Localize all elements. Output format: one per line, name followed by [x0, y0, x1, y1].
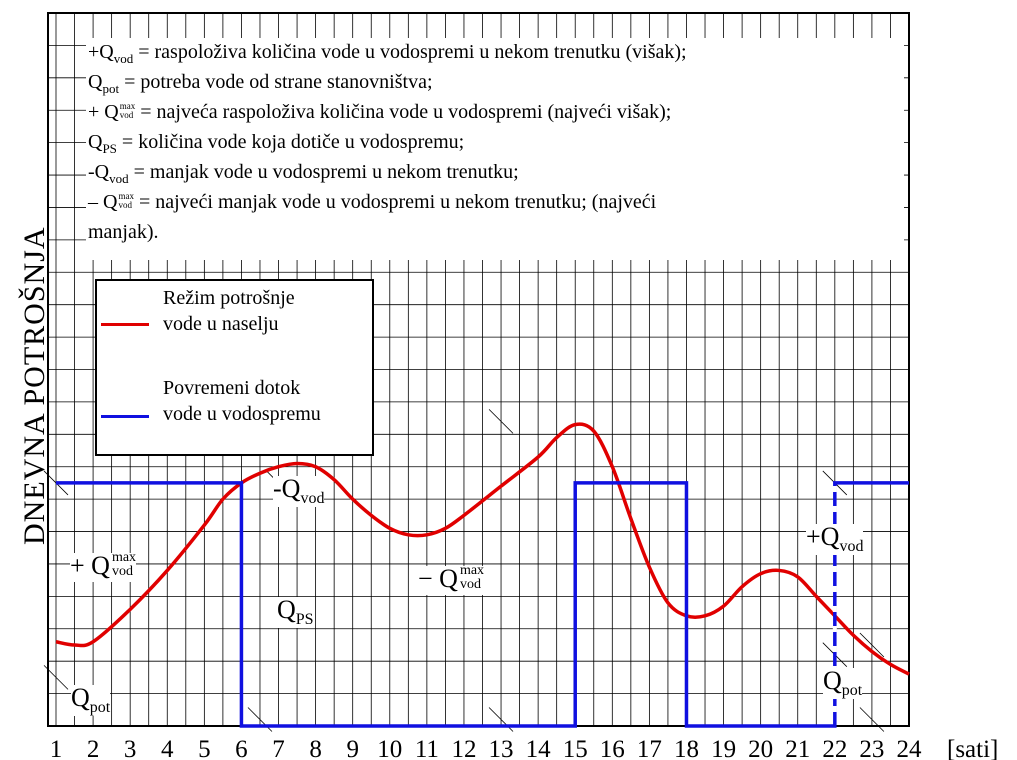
x-tick-label: 9	[346, 736, 359, 760]
x-tick-label: 10	[377, 736, 402, 760]
definition-line: -Qvod = manjak vode u vodospremi u nekom…	[88, 161, 519, 186]
definition-line: QPS = količina vode koja dotiče u vodosp…	[88, 131, 465, 156]
legend-label-consumption: Režim potrošnje vode u naselju	[163, 287, 295, 335]
x-tick-label: 16	[600, 736, 625, 760]
y-axis-label: DNEVNA POTROŠNJA	[18, 226, 51, 545]
legend-label-inflow: Povremeni dotok vode u vodospremu	[163, 377, 321, 425]
diagonal-mark	[859, 707, 885, 732]
x-tick-label: 19	[711, 736, 736, 760]
definitions-background	[86, 38, 904, 260]
legend: Režim potrošnje vode u naselju Povremeni…	[95, 279, 374, 456]
annotation-plus-qvod: +Qvod	[806, 522, 864, 556]
x-tick-label: 7	[272, 736, 285, 760]
x-tick-label: 6	[235, 736, 248, 760]
x-tick-label: 18	[674, 736, 699, 760]
definition-line: Qpot = potreba vode od strane stanovništ…	[88, 71, 433, 96]
diagonal-mark	[859, 632, 885, 658]
x-tick-label: 23	[859, 736, 884, 760]
x-tick-label: 15	[563, 736, 588, 760]
annotation-qpot-left: Qpot	[71, 683, 111, 717]
x-tick-label: 14	[526, 736, 552, 760]
legend-swatch-consumption	[101, 323, 149, 326]
x-tick-label: 8	[309, 736, 322, 760]
x-tick-label: 11	[415, 736, 439, 760]
x-tick-label: 13	[489, 736, 514, 760]
x-tick-label: 4	[161, 736, 174, 760]
annotation-qpot-right: Qpot	[823, 666, 863, 700]
x-tick-label: 12	[451, 736, 476, 760]
definition-line: manjak).	[88, 221, 159, 243]
annotation-minus-qvod: -Qvod	[273, 474, 325, 508]
x-tick-label: 22	[822, 736, 847, 760]
x-tick-label: 21	[785, 736, 810, 760]
series-layer	[55, 422, 910, 728]
x-tick-label: 5	[198, 736, 211, 760]
annotation-qps: QPS	[277, 595, 314, 629]
legend-swatch-inflow	[101, 415, 149, 418]
x-tick-label: 20	[748, 736, 773, 760]
definition-line: +Qvod = raspoloživa količina vode u vodo…	[88, 41, 687, 66]
x-axis-unit: [sati]	[947, 736, 998, 760]
x-tick-label: 2	[87, 736, 100, 760]
x-tick-label: 3	[124, 736, 137, 760]
x-tick-label: 17	[637, 736, 662, 760]
x-tick-label: 1	[50, 736, 63, 760]
x-tick-label: 24	[897, 736, 923, 760]
diagonal-mark	[488, 409, 514, 434]
series-line-inflow	[56, 481, 909, 728]
